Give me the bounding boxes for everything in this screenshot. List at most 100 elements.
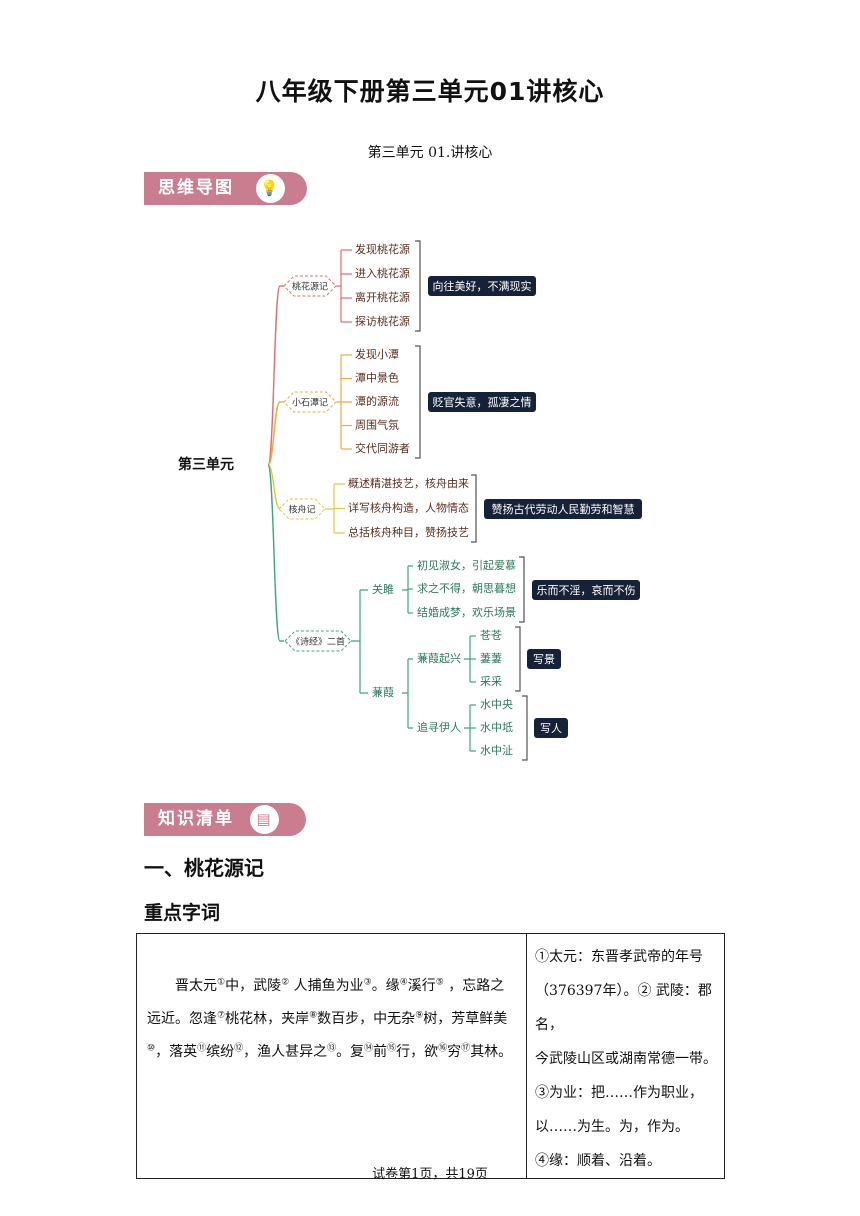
branch-node bbox=[278, 498, 326, 520]
summary-box bbox=[428, 392, 536, 412]
root-node: 第三单元 bbox=[178, 456, 234, 473]
annotation-marker: ⑰ bbox=[461, 1043, 471, 1054]
summary-box bbox=[534, 718, 568, 738]
connector-line bbox=[267, 401, 281, 466]
connector-line bbox=[464, 636, 471, 682]
leaf-item: 苍苍 bbox=[480, 629, 502, 642]
passage-segment: 行，欲 bbox=[396, 1044, 439, 1060]
leaf-item: 发现小潭 bbox=[355, 347, 399, 361]
branch-node-label: 小石潭记 bbox=[292, 398, 328, 409]
passage-segment: 其林。 bbox=[470, 1044, 513, 1060]
leaf-item: 初见淑女，引起爱慕 bbox=[417, 558, 516, 572]
page-title: 八年级下册第三单元01讲核心 bbox=[255, 77, 605, 106]
passage-segment: 桃花林，夹岸 bbox=[225, 1011, 310, 1027]
passage-segment: 晋太元 bbox=[175, 978, 217, 994]
leaf-item: 水中央 bbox=[480, 698, 513, 711]
summary-label: 贬官失意，孤凄之情 bbox=[433, 395, 532, 409]
note-line: ①太元：东晋孝武帝的年号 bbox=[535, 949, 703, 965]
branch-node-label: 核舟记 bbox=[288, 504, 315, 516]
bracket bbox=[471, 474, 477, 543]
leaf-item: 潭中景色 bbox=[355, 371, 399, 385]
connector-line bbox=[402, 658, 413, 729]
leaf-item: 交代同游者 bbox=[355, 441, 410, 455]
lightbulb-icon: 💡 bbox=[256, 174, 285, 203]
leaf-item: 萋萋 bbox=[480, 652, 502, 665]
passage-text: 晋太元①中，武陵② 人捕鱼为业③。缘④溪行⑤ ，忘路之远近。忽逢⑦桃花林，夹岸⑧… bbox=[147, 970, 516, 1069]
connector-line bbox=[464, 705, 471, 751]
group-node: 追寻伊人 bbox=[417, 720, 461, 734]
summary-box bbox=[527, 649, 561, 669]
passage-segment: 树，芳草鲜美 bbox=[423, 1011, 508, 1027]
passage-segment: 溪行 bbox=[407, 978, 436, 994]
note-line: （376397年）。② 武陵：郡名， bbox=[535, 983, 712, 1033]
summary-box bbox=[484, 499, 642, 519]
bracket bbox=[415, 240, 421, 332]
note-line: 今武陵山区或湖南常德一带。 bbox=[535, 1051, 717, 1067]
note-line: ④缘：顺着、沿着。 bbox=[535, 1153, 661, 1169]
connector-line bbox=[402, 566, 409, 613]
connector-line bbox=[267, 464, 281, 510]
bracket bbox=[515, 626, 521, 692]
mindmap: 第三单元桃花源记发现桃花源进入桃花源离开桃花源探访桃花源向往美好，不满现实小石潭… bbox=[178, 240, 642, 761]
annotation-marker: ⑭ bbox=[364, 1043, 374, 1054]
leaf-item: 发现桃花源 bbox=[355, 242, 410, 256]
leaf-item: 详写核舟构造，人物情态 bbox=[348, 501, 469, 515]
leaf-item: 求之不得，朝思暮想 bbox=[417, 581, 516, 595]
knowledge-banner: 知识清单 ▤ bbox=[144, 803, 306, 836]
annotation-marker: ⑮ bbox=[387, 1043, 397, 1054]
leaf-item: 采采 bbox=[480, 675, 502, 688]
leaf-item: 进入桃花源 bbox=[355, 266, 410, 280]
mindmap-banner-label: 思维导图 bbox=[158, 178, 234, 198]
subsection-heading: 重点字词 bbox=[144, 902, 221, 924]
passage-segment: 。缘 bbox=[371, 978, 400, 994]
summary-label: 赞扬古代劳动人民勤劳和智慧 bbox=[492, 502, 635, 516]
annotation-marker: ② bbox=[281, 977, 290, 988]
passage-segment: 前 bbox=[373, 1044, 388, 1060]
passage-segment: 中，武陵 bbox=[225, 978, 282, 994]
notebook-icon: ▤ bbox=[250, 805, 279, 834]
leaf-item: 探访桃花源 bbox=[355, 314, 410, 328]
summary-label: 向往美好，不满现实 bbox=[433, 279, 532, 293]
bracket bbox=[522, 695, 528, 761]
notes-cell: ①太元：东晋孝武帝的年号 （376397年）。② 武陵：郡名， 今武陵山区或湖南常德… bbox=[526, 933, 725, 1179]
passage-segment: ，忘路之远近。忽逢 bbox=[147, 978, 505, 1027]
passage-segment: ，渔人甚异之 bbox=[243, 1044, 328, 1060]
leaf-item: 总括核舟种目，赞扬技艺 bbox=[348, 525, 469, 539]
annotation-marker: ④ bbox=[399, 977, 408, 988]
connector-line bbox=[267, 285, 281, 466]
annotation-marker: ⑪ bbox=[197, 1043, 207, 1054]
section-heading: 一、桃花源记 bbox=[144, 856, 264, 880]
keywords-table: 晋太元①中，武陵② 人捕鱼为业③。缘④溪行⑤ ，忘路之远近。忽逢⑦桃花林，夹岸⑧… bbox=[136, 933, 725, 1179]
page-subtitle: 第三单元 01.讲核心 bbox=[367, 145, 493, 161]
leaf-item: 水中坻 bbox=[480, 720, 513, 734]
note-line: ③为业：把……作为职业， bbox=[535, 1085, 703, 1101]
annotation-marker: ⑤ bbox=[435, 977, 444, 988]
passage-segment: 穷 bbox=[447, 1044, 462, 1060]
mindmap-banner: 思维导图 💡 bbox=[144, 172, 307, 205]
summary-box bbox=[532, 580, 640, 600]
leaf-item: 离开桃花源 bbox=[355, 290, 410, 304]
passage-segment: 人捕鱼为业 bbox=[289, 978, 364, 994]
annotation-marker: ⑨ bbox=[415, 1010, 424, 1021]
annotation-marker: ① bbox=[217, 977, 226, 988]
bracket bbox=[519, 556, 525, 623]
note-line: 以……为生。为，作为。 bbox=[535, 1119, 689, 1135]
poem-node: 蒹葭 bbox=[372, 686, 394, 699]
connector-line bbox=[267, 464, 281, 642]
passage-segment: 缤纷 bbox=[206, 1044, 235, 1060]
annotation-marker: ⑩ bbox=[147, 1043, 156, 1054]
annotation-marker: ③ bbox=[363, 977, 372, 988]
summary-label: 乐而不淫，哀而不伤 bbox=[537, 583, 636, 597]
summary-label: 写景 bbox=[533, 653, 555, 666]
annotation-marker: ⑦ bbox=[217, 1010, 226, 1021]
annotation-marker: ⑧ bbox=[309, 1010, 318, 1021]
branch-node-label: 《诗经》二首 bbox=[291, 636, 345, 648]
branch-node bbox=[284, 630, 352, 652]
knowledge-banner-label: 知识清单 bbox=[158, 809, 234, 829]
page-footer: 试卷第1页，共19页 bbox=[372, 1167, 488, 1182]
passage-segment: ，落英 bbox=[155, 1044, 198, 1060]
passage-segment: 数百步，中无杂 bbox=[317, 1011, 416, 1027]
annotation-marker: ⑯ bbox=[438, 1043, 448, 1054]
poem-node: 关雎 bbox=[372, 582, 394, 596]
summary-box bbox=[428, 276, 536, 296]
